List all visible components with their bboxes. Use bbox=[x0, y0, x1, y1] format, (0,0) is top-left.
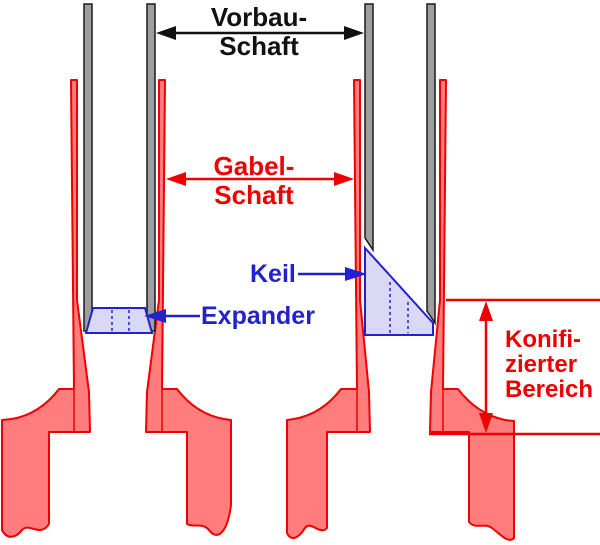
konifiziert-dimension bbox=[429, 298, 600, 436]
left-fork-left-wall bbox=[1, 79, 91, 538]
arrowhead-right bbox=[345, 267, 367, 281]
right-fork-left-wall bbox=[286, 79, 371, 539]
arrowhead-right bbox=[344, 26, 364, 40]
arrowhead-down bbox=[479, 413, 493, 433]
wedge-shape bbox=[364, 245, 434, 336]
stem-quill-tubes bbox=[83, 3, 436, 332]
konifizierter-bereich-label-line1: Konifi- bbox=[505, 326, 581, 353]
vorbau-schaft-label-line1: Vorbau- bbox=[210, 2, 308, 32]
expander-pointer-arrow bbox=[144, 309, 200, 323]
crown-interior-lines bbox=[73, 389, 444, 431]
gabel-schaft-arrow bbox=[166, 172, 354, 186]
right-fork-right-wall bbox=[429, 79, 515, 541]
vorbau-schaft-arrow bbox=[156, 26, 364, 40]
left-fork-right-wall bbox=[145, 79, 232, 536]
konifizierter-bereich-label: Konifi- zierter Bereich bbox=[505, 327, 593, 402]
vorbau-schaft-label-line2: Schaft bbox=[219, 31, 299, 61]
expander-label: Expander bbox=[201, 302, 315, 330]
arrowhead-left bbox=[156, 26, 176, 40]
arrowhead-left bbox=[144, 309, 166, 323]
konifizierter-bereich-label-line3: Bereich bbox=[505, 376, 594, 403]
gabel-schaft-label-line1: Gabel- bbox=[213, 151, 295, 181]
arrowhead-up bbox=[479, 301, 493, 321]
konifizierter-bereich-label-line2: zierter bbox=[505, 351, 578, 378]
arrowhead-left bbox=[166, 172, 186, 186]
arrowhead-right bbox=[334, 172, 354, 186]
keil-pointer-arrow bbox=[298, 267, 367, 281]
expander-shape bbox=[84, 307, 154, 334]
gabel-schaft-label-line2: Schaft bbox=[214, 180, 294, 210]
right-stem-tube-right bbox=[426, 3, 436, 326]
keil-label: Keil bbox=[250, 260, 296, 288]
vorbau-schaft-label: Vorbau- Schaft bbox=[159, 3, 359, 61]
gabel-schaft-label: Gabel- Schaft bbox=[154, 152, 354, 210]
right-stem-tube-left bbox=[364, 3, 374, 253]
left-stem-tube-left bbox=[83, 3, 93, 332]
